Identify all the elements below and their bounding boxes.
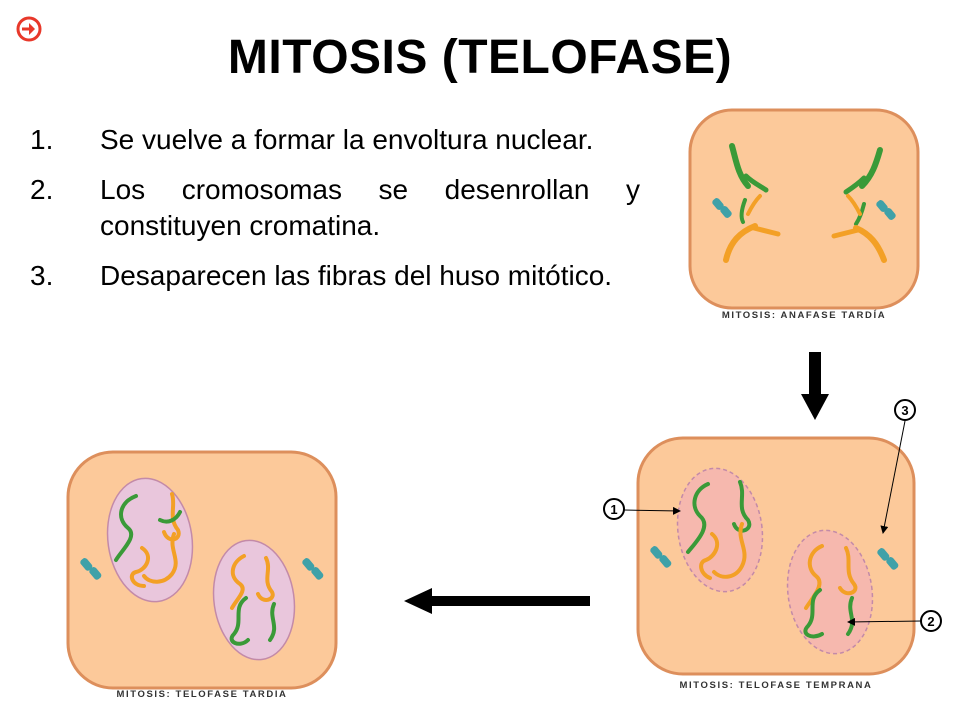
marker-1: 1 xyxy=(603,498,625,520)
step-number: 1. xyxy=(30,124,54,155)
page-title: MITOSIS (TELOFASE) xyxy=(227,31,733,84)
step-text: Desaparecen las fibras del huso mitótico… xyxy=(100,260,613,291)
svg-text:3: 3 xyxy=(901,403,908,418)
back-arrow-circle-icon[interactable] xyxy=(14,14,44,44)
svg-text:2: 2 xyxy=(927,614,934,629)
list-item: 3. Desaparecen las fibras del huso mitót… xyxy=(30,258,640,294)
step-text: Se vuelve a formar la envoltura nuclear. xyxy=(100,124,594,155)
anaphase-cell: MITOSIS: ANAFASE TARDÍA xyxy=(688,108,920,321)
nucleus-lower xyxy=(212,539,296,661)
chromosome-group-right xyxy=(831,147,896,263)
early-telophase-label: MITOSIS: TELOFASE TEMPRANA xyxy=(680,680,873,691)
step-text: Los cromosomas se desenrollan y constitu… xyxy=(100,174,640,241)
step-number: 3. xyxy=(30,260,54,291)
left-arrow xyxy=(404,588,590,614)
steps-list: 1. Se vuelve a formar la envoltura nucle… xyxy=(30,122,640,308)
svg-text:1: 1 xyxy=(610,502,617,517)
anaphase-label: MITOSIS: ANAFASE TARDÍA xyxy=(722,310,886,321)
early-telophase-cell: MITOSIS: TELOFASE TEMPRANA xyxy=(636,436,916,691)
nucleus-upper xyxy=(106,477,194,603)
chromosome-group-left xyxy=(712,143,781,263)
nucleus-upper xyxy=(676,467,764,593)
list-item: 1. Se vuelve a formar la envoltura nucle… xyxy=(30,122,640,158)
marker-3: 3 xyxy=(894,399,916,421)
late-telophase-label: MITOSIS: TELOFASE TARDIA xyxy=(116,689,287,700)
late-telophase-cell: MITOSIS: TELOFASE TARDIA xyxy=(66,450,338,700)
marker-2: 2 xyxy=(920,610,942,632)
list-item: 2. Los cromosomas se desenrollan y const… xyxy=(30,172,640,244)
down-arrow xyxy=(801,352,829,420)
step-number: 2. xyxy=(30,174,54,205)
